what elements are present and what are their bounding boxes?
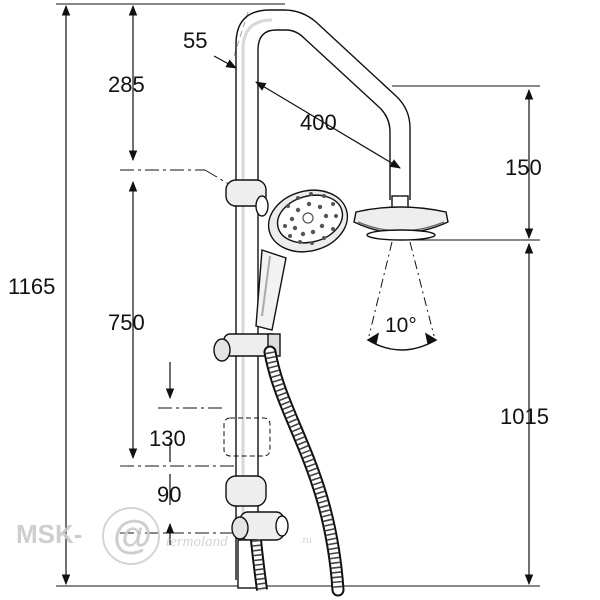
watermark-at-ring — [102, 507, 160, 565]
upper-holder — [225, 179, 269, 217]
dimension-labels: 55 285 400 150 1165 750 10° 1015 130 90 — [8, 28, 549, 507]
spray-cone — [368, 241, 435, 337]
dim-label-angle: 10° — [385, 314, 417, 337]
arm-highlight — [241, 18, 273, 560]
shower-arm — [235, 9, 411, 580]
dim-label-285: 285 — [108, 72, 145, 97]
hand-shower — [255, 189, 349, 331]
angle-arc — [366, 332, 438, 351]
dim-label-90: 90 — [157, 482, 181, 507]
dim-label-150: 150 — [505, 155, 542, 180]
watermark-tld: .ru — [300, 535, 312, 546]
watermark-at: @ — [113, 513, 152, 557]
middle-bracket-dashed — [223, 417, 271, 457]
watermark-brand: MSK- — [16, 519, 82, 549]
dim-label-55: 55 — [183, 28, 207, 53]
lower-bracket — [225, 475, 267, 507]
dim-label-1165: 1165 — [8, 274, 55, 299]
watermark: MSK- @ termoland .ru — [16, 507, 312, 565]
hand-shower-nozzles — [283, 192, 338, 245]
dim-label-750: 750 — [108, 310, 145, 335]
center-lines — [120, 169, 236, 534]
overhead-shower-head — [353, 195, 449, 241]
watermark-site: termoland — [166, 534, 228, 550]
dim-label-400: 400 — [300, 110, 337, 135]
dim-label-130: 130 — [149, 426, 186, 451]
dim-leader-55 — [213, 55, 237, 69]
hose — [250, 345, 345, 597]
dim-line-400 — [255, 81, 401, 169]
top-leaders — [233, 11, 249, 57]
dim-label-1015: 1015 — [500, 404, 549, 429]
dimension-lines — [61, 4, 534, 586]
